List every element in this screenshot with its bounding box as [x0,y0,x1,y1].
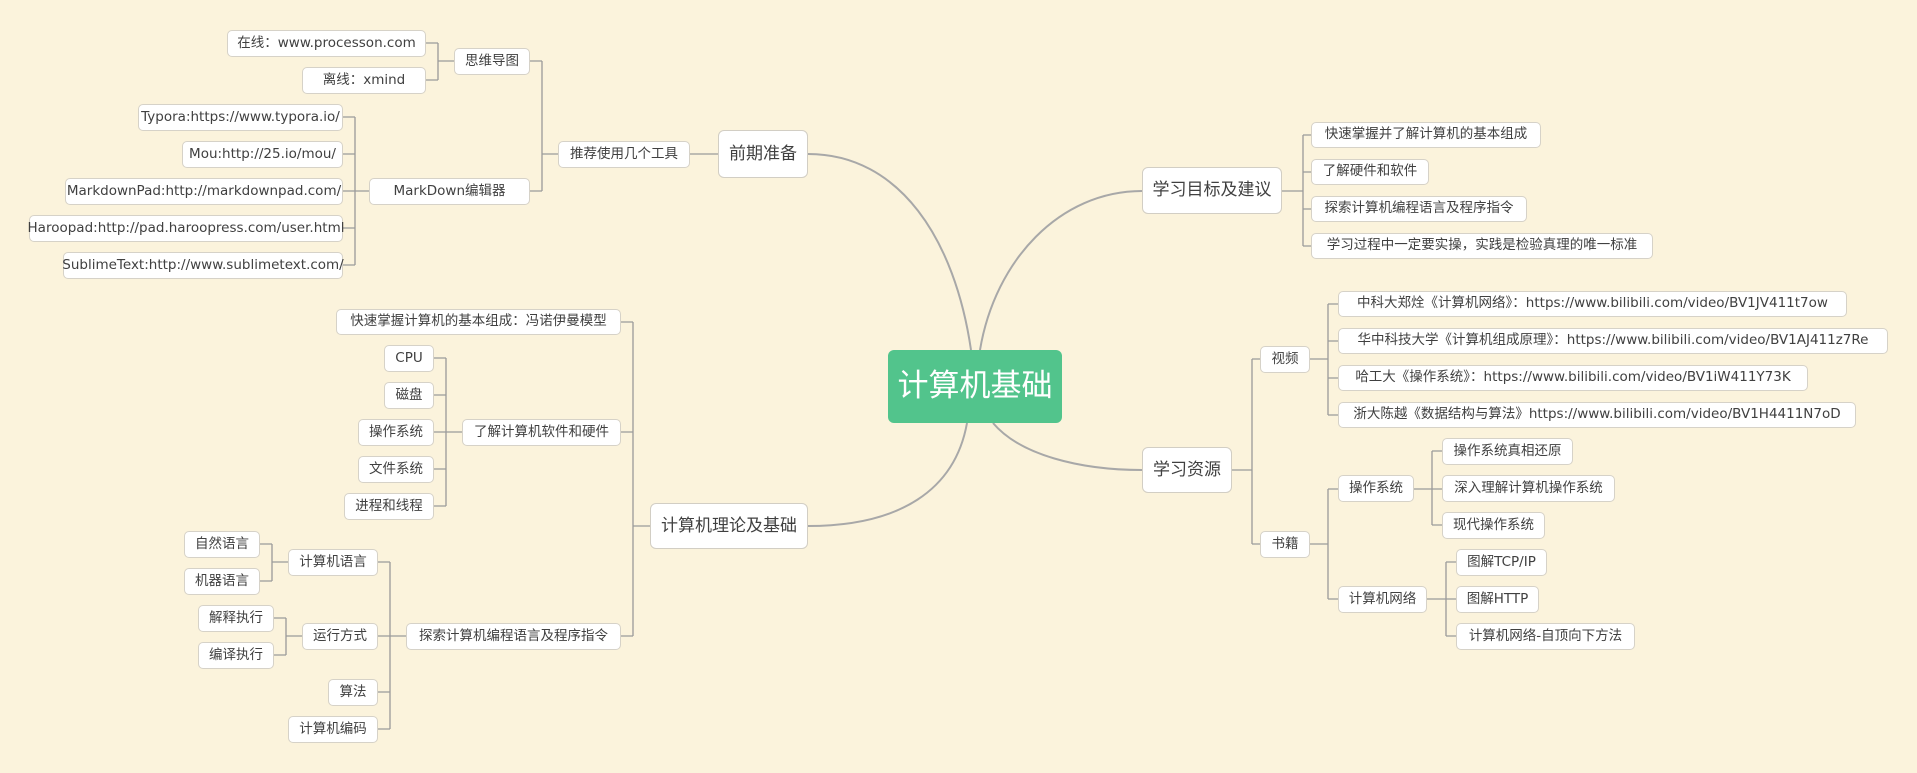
topic-label: 计算机编码 [299,720,367,737]
topic-compiled[interactable]: 编译执行 [198,642,274,669]
topic-os[interactable]: 操作系统 [358,419,434,446]
topic-label: SublimeText:http://www.sublimetext.com/ [62,256,344,273]
topic-book-item[interactable]: 深入理解计算机操作系统 [1442,475,1615,502]
topic-disk[interactable]: 磁盘 [384,382,434,409]
topic-machine-language[interactable]: 机器语言 [184,568,260,595]
topic-label: 操作系统 [369,423,423,440]
topic-book-item[interactable]: 现代操作系统 [1442,512,1545,539]
topic-books-os[interactable]: 操作系统 [1338,475,1414,502]
topic-goal-item[interactable]: 了解硬件和软件 [1311,159,1429,185]
topic-label: 文件系统 [369,460,423,477]
topic-encoding[interactable]: 计算机编码 [288,716,378,743]
topic-label: 学习过程中一定要实操，实践是检验真理的唯一标准 [1326,237,1638,254]
topic-label: 计算机网络-自顶向下方法 [1468,627,1623,644]
topic-label: 操作系统 [1349,479,1403,496]
topic-label: 进程和线程 [355,497,423,514]
topic-label: 图解TCP/IP [1467,553,1536,570]
topic-label: 在线：www.processon.com [237,34,416,51]
topic-label: 磁盘 [395,386,423,403]
topic-label: 哈工大《操作系统》：https://www.bilibili.com/video… [1355,369,1791,386]
topic-books[interactable]: 书籍 [1260,531,1310,558]
topic-label: 编译执行 [209,646,263,663]
topic-label: 解释执行 [209,609,263,626]
topic-label: 自然语言 [195,535,249,552]
topic-label: Mou:http://25.io/mou/ [189,145,336,162]
topic-label: 快速掌握并了解计算机的基本组成 [1324,126,1528,143]
topic-mindmap-tools[interactable]: 思维导图 [454,48,530,75]
topic-label: 思维导图 [465,52,519,69]
topic-goal-item[interactable]: 快速掌握并了解计算机的基本组成 [1311,122,1541,148]
topic-tools[interactable]: 推荐使用几个工具 [558,141,690,168]
topic-interpreted[interactable]: 解释执行 [198,605,274,632]
topic-label: 浙大陈越《数据结构与算法》https://www.bilibili.com/vi… [1353,406,1841,423]
topic-video-item[interactable]: 华中科技大学《计算机组成原理》：https://www.bilibili.com… [1338,328,1888,354]
topic-label: 探索计算机编程语言及程序指令 [419,627,608,644]
topic-filesystem[interactable]: 文件系统 [358,456,434,483]
topic-goals-label: 学习目标及建议 [1152,180,1272,200]
topic-haroopad[interactable]: Haroopad:http://pad.haroopress.com/user.… [27,215,345,242]
topic-sublimetext[interactable]: SublimeText:http://www.sublimetext.com/ [62,252,344,279]
topic-tools-label: 推荐使用几个工具 [570,145,678,162]
topic-label: 计算机语言 [299,553,367,570]
topic-label: Typora:https://www.typora.io/ [141,108,340,125]
topic-goal-item[interactable]: 探索计算机编程语言及程序指令 [1311,196,1527,222]
topic-book-item[interactable]: 计算机网络-自顶向下方法 [1456,623,1635,650]
topic-label: 探索计算机编程语言及程序指令 [1324,200,1514,217]
topic-prep-label: 前期准备 [729,143,797,164]
topic-label: 计算机网络 [1348,590,1417,607]
topic-label: MarkdownPad:http://markdownpad.com/ [66,182,342,199]
topic-theory-label: 计算机理论及基础 [661,515,797,536]
topic-book-item[interactable]: 图解HTTP [1456,586,1539,613]
topic-video-item[interactable]: 中科大郑烇《计算机网络》：https://www.bilibili.com/vi… [1338,291,1847,317]
topic-videos[interactable]: 视频 [1260,346,1310,373]
topic-books-network[interactable]: 计算机网络 [1338,586,1427,613]
topic-label: 中科大郑烇《计算机网络》：https://www.bilibili.com/vi… [1357,295,1828,312]
topic-von-neumann[interactable]: 快速掌握计算机的基本组成：冯诺伊曼模型 [336,309,621,335]
topic-mou[interactable]: Mou:http://25.io/mou/ [182,141,343,168]
topic-label: 了解计算机软件和硬件 [474,423,609,440]
topic-hw-sw[interactable]: 了解计算机软件和硬件 [462,419,621,446]
topic-label: 机器语言 [195,572,249,589]
topic-book-item[interactable]: 操作系统真相还原 [1442,438,1573,465]
topic-resources-label: 学习资源 [1153,459,1221,480]
topic-label: 算法 [339,683,367,700]
topic-label: 快速掌握计算机的基本组成：冯诺伊曼模型 [350,313,607,330]
topic-execution-mode[interactable]: 运行方式 [302,623,378,650]
topic-algorithm[interactable]: 算法 [328,679,378,706]
topic-offline-tool[interactable]: 离线：xmind [302,67,426,94]
topic-label: 了解硬件和软件 [1322,163,1418,180]
topic-theory[interactable]: 计算机理论及基础 [650,503,808,549]
topic-natural-language[interactable]: 自然语言 [184,531,260,558]
topic-computer-language[interactable]: 计算机语言 [288,549,378,576]
topic-label: 离线：xmind [322,71,406,88]
root-topic[interactable]: 计算机基础 [888,350,1062,423]
topic-label: 视频 [1271,350,1299,367]
topic-label: 华中科技大学《计算机组成原理》：https://www.bilibili.com… [1357,332,1869,349]
topic-cpu[interactable]: CPU [384,345,434,372]
topic-prep[interactable]: 前期准备 [718,130,808,178]
topic-label: 操作系统真相还原 [1453,442,1562,459]
topic-online-tool[interactable]: 在线：www.processon.com [227,30,426,57]
topic-video-item[interactable]: 哈工大《操作系统》：https://www.bilibili.com/video… [1338,365,1808,391]
topic-label: 图解HTTP [1466,590,1529,607]
topic-markdownpad[interactable]: MarkdownPad:http://markdownpad.com/ [65,178,343,205]
topic-process-thread[interactable]: 进程和线程 [344,493,434,520]
topic-label: 运行方式 [313,627,367,644]
topic-markdown-editors[interactable]: MarkDown编辑器 [369,178,530,205]
topic-label: 深入理解计算机操作系统 [1454,479,1603,496]
topic-label: 书籍 [1271,535,1299,552]
topic-programming[interactable]: 探索计算机编程语言及程序指令 [406,623,621,650]
topic-typora[interactable]: Typora:https://www.typora.io/ [138,104,343,131]
topic-label: MarkDown编辑器 [393,182,506,199]
root-topic-label: 计算机基础 [897,368,1053,404]
topic-resources[interactable]: 学习资源 [1142,447,1232,493]
topic-label: Haroopad:http://pad.haroopress.com/user.… [27,219,345,236]
topic-goal-item[interactable]: 学习过程中一定要实操，实践是检验真理的唯一标准 [1311,233,1653,259]
topic-label: CPU [395,349,423,366]
topic-label: 现代操作系统 [1453,516,1534,533]
topic-book-item[interactable]: 图解TCP/IP [1456,549,1547,576]
topic-goals[interactable]: 学习目标及建议 [1142,167,1282,214]
topic-video-item[interactable]: 浙大陈越《数据结构与算法》https://www.bilibili.com/vi… [1338,402,1856,428]
